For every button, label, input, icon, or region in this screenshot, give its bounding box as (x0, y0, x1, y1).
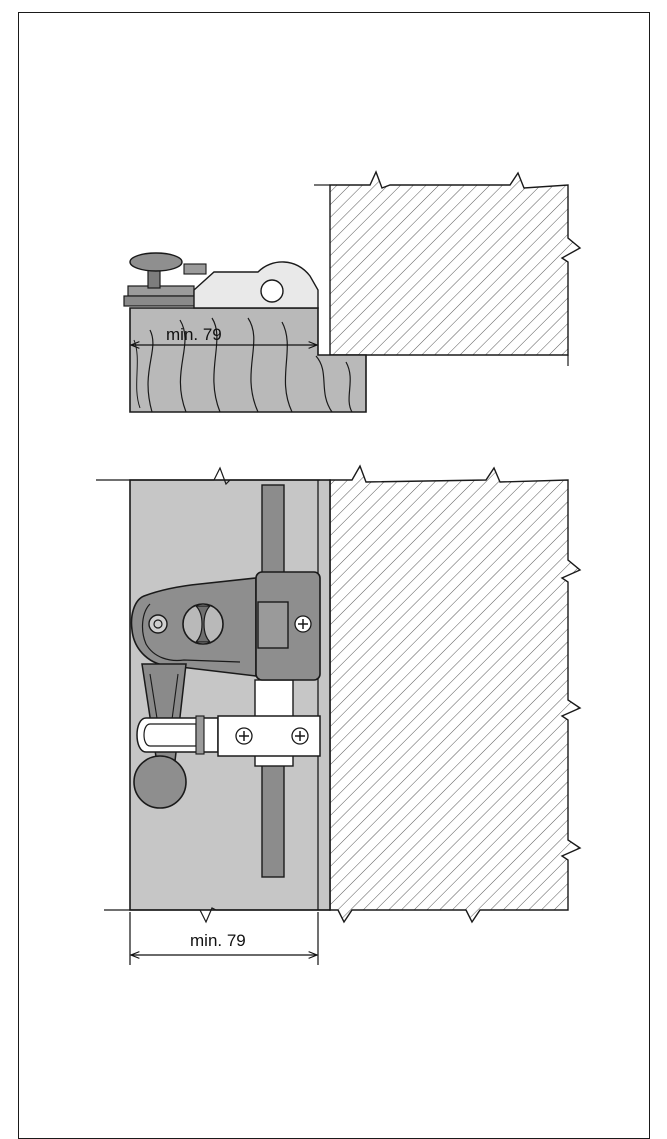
top-wood-profile (129, 307, 367, 413)
top-lock-hardware (123, 252, 319, 309)
front-wall (329, 464, 582, 924)
top-dimension-label: min. 79 (166, 325, 222, 344)
top-view: min. 79 (123, 170, 582, 413)
front-dimension: min. 79 (129, 912, 319, 965)
clamp-plate (136, 715, 321, 757)
front-dimension-label: min. 79 (190, 931, 246, 950)
front-panel (96, 466, 331, 924)
front-view: min. 79 (96, 464, 582, 965)
top-dimension: min. 79 (131, 325, 317, 345)
keyhole-icon (148, 614, 168, 634)
lock-body (130, 571, 321, 681)
top-wall (314, 170, 582, 366)
